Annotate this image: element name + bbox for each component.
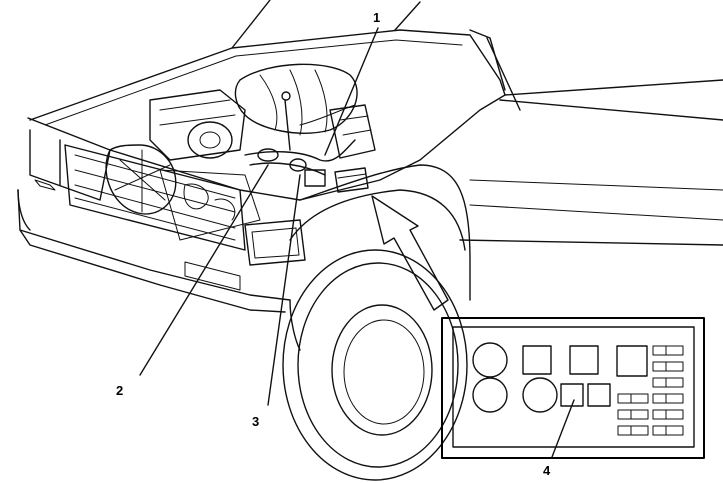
callout-3: 3 [252, 414, 259, 429]
relay-icon [560, 383, 584, 407]
relay-round-3 [522, 377, 558, 413]
relay-round-1 [472, 342, 508, 378]
relay-square-3 [616, 345, 648, 377]
callout-2: 2 [116, 383, 123, 398]
leader-4 [551, 399, 575, 458]
relay-round-2 [472, 377, 508, 413]
leader-2 [139, 164, 269, 376]
relay-block [334, 167, 369, 193]
arrow-icon [371, 195, 449, 311]
relay-square-2 [569, 345, 599, 375]
vehicle-body [17, 0, 723, 351]
engine [105, 63, 376, 241]
fuse-box-detail [441, 317, 705, 459]
relay-small-1 [587, 383, 611, 407]
callout-4: 4 [543, 463, 551, 478]
fuse-icon [617, 345, 684, 436]
leader-1 [324, 27, 379, 156]
relay-square-1 [522, 345, 552, 375]
callout-1: 1 [373, 10, 380, 25]
leader-3 [267, 174, 301, 406]
front-wheel [282, 249, 468, 481]
callouts: 1 2 3 4 [116, 10, 551, 478]
